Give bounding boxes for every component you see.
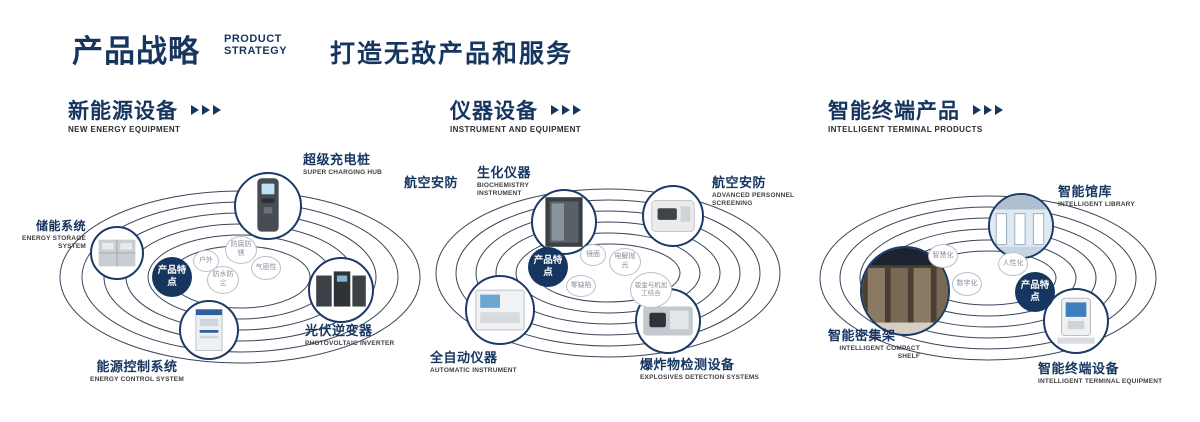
label-super-charging-hub: 超级充电桩 SUPER CHARGING HUB xyxy=(303,152,398,177)
label-biochemistry-cn: 生化仪器 xyxy=(477,165,532,180)
label-energy-control: 能源控制系统 ENERGY CONTROL SYSTEM xyxy=(72,359,202,384)
explosives-detection-image xyxy=(635,288,701,354)
label-biochemistry: 生化仪器 BIOCHEMISTRY INSTRUMENT xyxy=(477,165,549,199)
label-personnel-screening-en: ADVANCED PERSONNEL SCREENING xyxy=(712,191,795,208)
label-photovoltaic-inverter-cn: 光伏逆变器 xyxy=(305,323,373,338)
section-terminal-title-text: 智能终端产品 xyxy=(828,100,960,123)
section-terminal-subtitle: INTELLIGENT TERMINAL PRODUCTS xyxy=(828,125,983,134)
label-aviation-security-side: 航空安防 xyxy=(404,175,459,191)
label-compact-shelf-en: INTELLIGENT COMPACT SHELF xyxy=(839,344,920,361)
label-automatic-instrument-cn: 全自动仪器 xyxy=(430,350,498,365)
feature-bubble: 镜面 xyxy=(580,244,606,266)
feature-badge-new-energy: 产品特点 xyxy=(152,257,192,297)
label-explosives-detection: 爆炸物检测设备 EXPLOSIVES DETECTION SYSTEMS xyxy=(640,357,770,382)
label-automatic-instrument-en: AUTOMATIC INSTRUMENT xyxy=(430,366,517,374)
label-photovoltaic-inverter-en: PHOTOVOLTAIC INVERTER xyxy=(305,339,395,347)
page-subtitle-line1: PRODUCT xyxy=(224,33,282,45)
label-energy-control-en: ENERGY CONTROL SYSTEM xyxy=(90,375,184,383)
label-aviation-security-side-cn: 航空安防 xyxy=(404,175,459,190)
feature-bubble: 零缺陷 xyxy=(566,275,596,297)
label-personnel-screening-cn: 航空安防 xyxy=(712,175,767,190)
label-personnel-screening: 航空安防 ADVANCED PERSONNEL SCREENING xyxy=(712,175,807,209)
photovoltaic-inverter-image xyxy=(308,257,374,323)
feature-bubble: 电解抛光 xyxy=(609,248,641,276)
feature-bubble: 防腐防锈 xyxy=(225,236,257,264)
personnel-screening-image xyxy=(642,185,704,247)
feature-bubble: 数字化 xyxy=(952,272,982,296)
section-new-energy-title-text: 新能源设备 xyxy=(68,100,178,123)
automatic-instrument-image xyxy=(465,275,535,345)
label-compact-shelf: 智能密集架 INTELLIGENT COMPACT SHELF xyxy=(828,328,920,362)
label-terminal-equipment-en: INTELLIGENT TERMINAL EQUIPMENT xyxy=(1038,377,1163,385)
section-new-energy-header: 新能源设备 NEW ENERGY EQUIPMENT xyxy=(68,95,221,134)
section-new-energy-subtitle: NEW ENERGY EQUIPMENT xyxy=(68,125,181,134)
section-terminal-header: 智能终端产品 INTELLIGENT TERMINAL PRODUCTS xyxy=(828,95,1003,134)
label-intelligent-library-cn: 智能馆库 xyxy=(1058,184,1113,199)
feature-badge-terminal: 产品特点 xyxy=(1015,272,1055,312)
label-super-charging-hub-cn: 超级充电桩 xyxy=(303,152,371,167)
tagline: 打造无敌产品和服务 xyxy=(330,40,574,68)
page-subtitle: PRODUCT STRATEGY xyxy=(224,33,288,58)
label-energy-storage-cn: 储能系统 xyxy=(35,219,86,233)
intelligent-library-image xyxy=(988,193,1054,259)
label-intelligent-library: 智能馆库 INTELLIGENT LIBRARY xyxy=(1058,184,1158,209)
section-instruments-header: 仪器设备 INSTRUMENT AND EQUIPMENT xyxy=(450,95,581,134)
label-energy-control-cn: 能源控制系统 xyxy=(96,359,178,374)
label-automatic-instrument: 全自动仪器 AUTOMATIC INSTRUMENT xyxy=(430,350,550,375)
label-super-charging-hub-en: SUPER CHARGING HUB xyxy=(303,168,383,176)
page-title: 产品战略 xyxy=(72,34,200,69)
feature-bubble: 钣金与机加工结合 xyxy=(630,272,672,308)
label-terminal-equipment-cn: 智能终端设备 xyxy=(1038,361,1120,376)
page-subtitle-line2: STRATEGY xyxy=(224,44,288,57)
section-terminal-title: 智能终端产品 xyxy=(828,95,1003,125)
triple-chevron-icon xyxy=(548,105,581,115)
energy-storage-image xyxy=(90,226,144,280)
label-compact-shelf-cn: 智能密集架 xyxy=(828,328,896,343)
energy-control-image xyxy=(179,300,239,360)
feature-bubble: 智慧化 xyxy=(928,244,958,268)
feature-badge-instruments: 产品特点 xyxy=(528,247,568,287)
label-photovoltaic-inverter: 光伏逆变器 PHOTOVOLTAIC INVERTER xyxy=(305,323,415,348)
section-new-energy-title: 新能源设备 xyxy=(68,95,221,125)
charging-hub-image xyxy=(234,172,302,240)
label-energy-storage: 储能系统 ENERGY STORAGE SYSTEM xyxy=(4,219,86,252)
label-intelligent-library-en: INTELLIGENT LIBRARY xyxy=(1058,200,1135,208)
feature-bubble: 气密性 xyxy=(251,256,281,280)
section-instruments-title-text: 仪器设备 xyxy=(450,100,538,123)
terminal-equipment-image xyxy=(1043,288,1109,354)
section-instruments-title: 仪器设备 xyxy=(450,95,581,125)
feature-bubble: 人性化 xyxy=(998,252,1028,276)
feature-bubble: 防水防尘 xyxy=(207,266,239,294)
label-explosives-detection-en: EXPLOSIVES DETECTION SYSTEMS xyxy=(640,373,760,381)
label-explosives-detection-cn: 爆炸物检测设备 xyxy=(640,357,735,372)
label-energy-storage-en: ENERGY STORAGE SYSTEM xyxy=(22,234,86,251)
triple-chevron-icon xyxy=(970,105,1003,115)
label-terminal-equipment: 智能终端设备 INTELLIGENT TERMINAL EQUIPMENT xyxy=(1038,361,1173,386)
feature-bubble: 户外 xyxy=(193,250,219,272)
triple-chevron-icon xyxy=(188,105,221,115)
section-instruments-subtitle: INSTRUMENT AND EQUIPMENT xyxy=(450,125,582,134)
label-biochemistry-en: BIOCHEMISTRY INSTRUMENT xyxy=(477,181,529,198)
